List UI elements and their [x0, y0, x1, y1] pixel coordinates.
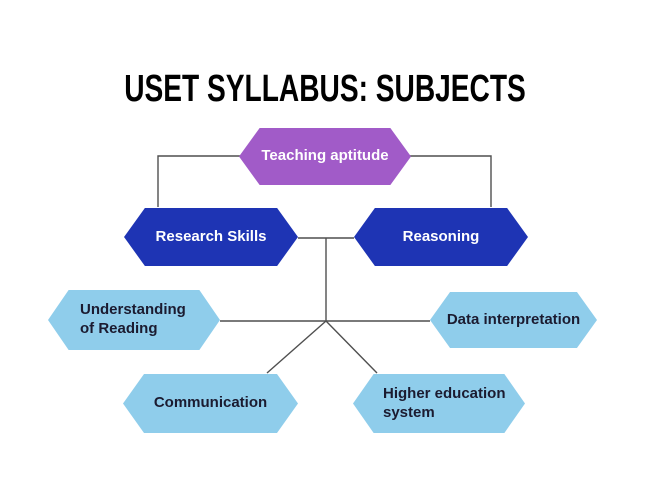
hexagon-label: Research Skills	[155, 227, 267, 245]
hexagon-label: Communication	[153, 394, 268, 412]
connector-top-left	[157, 155, 240, 207]
hexagon-label: Data interpretation	[446, 310, 581, 328]
hexagon-understanding-of-reading: Understanding of Reading	[48, 290, 220, 350]
hexagon-communication: Communication	[123, 374, 298, 433]
hexagon-research-skills: Research Skills	[124, 208, 298, 266]
hexagon-higher-education-system: Higher education system	[353, 374, 525, 433]
connector-diagonal-left	[266, 320, 327, 374]
hexagon-teaching-aptitude: Teaching aptitude	[239, 128, 411, 185]
hexagon-label: Reasoning	[402, 227, 480, 245]
page-title: USET SYLLABUS: SUBJECTS	[124, 68, 526, 110]
connector-top-right	[410, 155, 492, 207]
hexagon-reasoning: Reasoning	[354, 208, 528, 266]
hexagon-label: Teaching aptitude	[261, 147, 389, 165]
hexagon-data-interpretation: Data interpretation	[430, 292, 597, 348]
hexagon-label: Understanding of Reading	[80, 301, 186, 337]
connector-diagonal-right	[325, 320, 378, 374]
hexagon-label: Higher education system	[383, 384, 506, 421]
